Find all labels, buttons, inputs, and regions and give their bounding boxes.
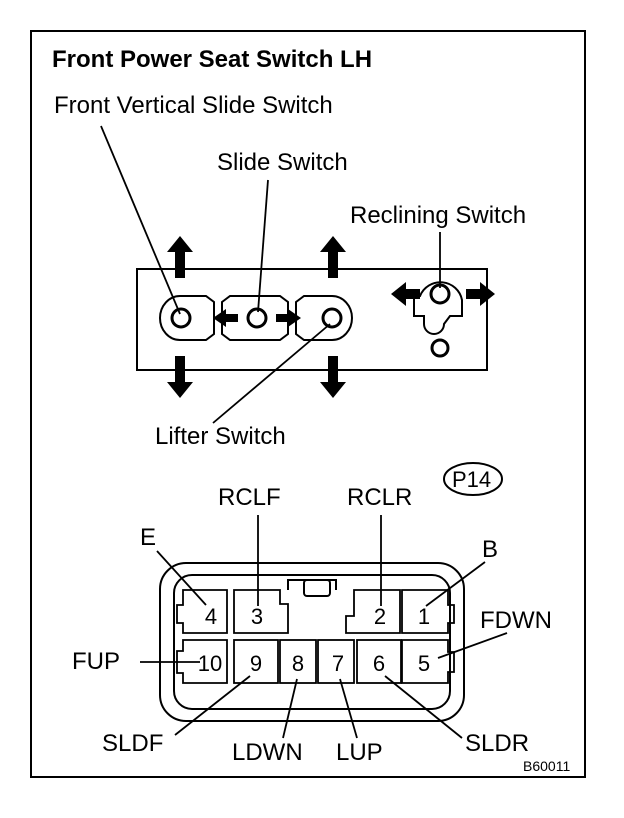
switch-leader-lines xyxy=(100,125,441,424)
signal-e: E xyxy=(140,524,156,551)
signal-ldwn: LDWN xyxy=(232,739,303,766)
connector-pin-numbers: 4 3 2 1 10 9 8 7 6 5 xyxy=(198,604,430,676)
switch-knobs xyxy=(170,283,451,358)
slide-arrow-left-icon xyxy=(213,309,238,327)
signal-rclr: RCLR xyxy=(347,484,412,511)
pin-4: 4 xyxy=(205,604,217,629)
label-lifter-switch: Lifter Switch xyxy=(155,423,286,450)
pin-7: 7 xyxy=(332,651,344,676)
pin-9: 9 xyxy=(250,651,262,676)
connector-cavities xyxy=(176,589,455,684)
pin-10: 10 xyxy=(198,651,222,676)
pin-1: 1 xyxy=(418,604,430,629)
recline-arrow-left-icon xyxy=(391,282,420,306)
connector-code-circle xyxy=(443,462,503,496)
arrow-up-left-icon xyxy=(167,236,193,278)
slide-knob xyxy=(246,307,268,329)
arrow-down-left-icon xyxy=(167,356,193,398)
signal-b: B xyxy=(482,536,498,563)
arrow-up-right-icon xyxy=(320,236,346,278)
label-front-vertical-slide-switch: Front Vertical Slide Switch xyxy=(54,92,333,119)
front-vertical-knob xyxy=(170,307,192,329)
signal-leader-lines xyxy=(140,515,508,739)
signal-sldr: SLDR xyxy=(465,730,529,757)
direction-arrows xyxy=(167,236,495,398)
label-slide-switch: Slide Switch xyxy=(217,149,348,176)
label-reclining-switch: Reclining Switch xyxy=(350,202,526,229)
diagram-title: Front Power Seat Switch LH xyxy=(52,46,372,73)
signal-fdwn: FDWN xyxy=(480,607,552,634)
recline-arrow-right-icon xyxy=(466,282,495,306)
signal-rclf: RCLF xyxy=(218,484,281,511)
signal-sldf: SLDF xyxy=(102,730,163,757)
pin-3: 3 xyxy=(251,604,263,629)
figure-id: B60011 xyxy=(523,758,570,774)
figure-frame xyxy=(30,30,586,778)
pin-2: 2 xyxy=(374,604,386,629)
pin-5: 5 xyxy=(418,651,430,676)
signal-labels: E RCLF RCLR B FDWN FUP SLDF LDWN LUP SLD… xyxy=(72,484,552,766)
connector-code: P14 xyxy=(452,467,491,492)
mount-hole xyxy=(430,338,450,358)
connector-housing xyxy=(159,562,465,722)
lifter-knob xyxy=(321,307,343,329)
pin-8: 8 xyxy=(292,651,304,676)
signal-lup: LUP xyxy=(336,739,383,766)
slide-arrow-right-icon xyxy=(276,309,301,327)
pin-6: 6 xyxy=(373,651,385,676)
signal-fup: FUP xyxy=(72,648,120,675)
arrow-down-right-icon xyxy=(320,356,346,398)
